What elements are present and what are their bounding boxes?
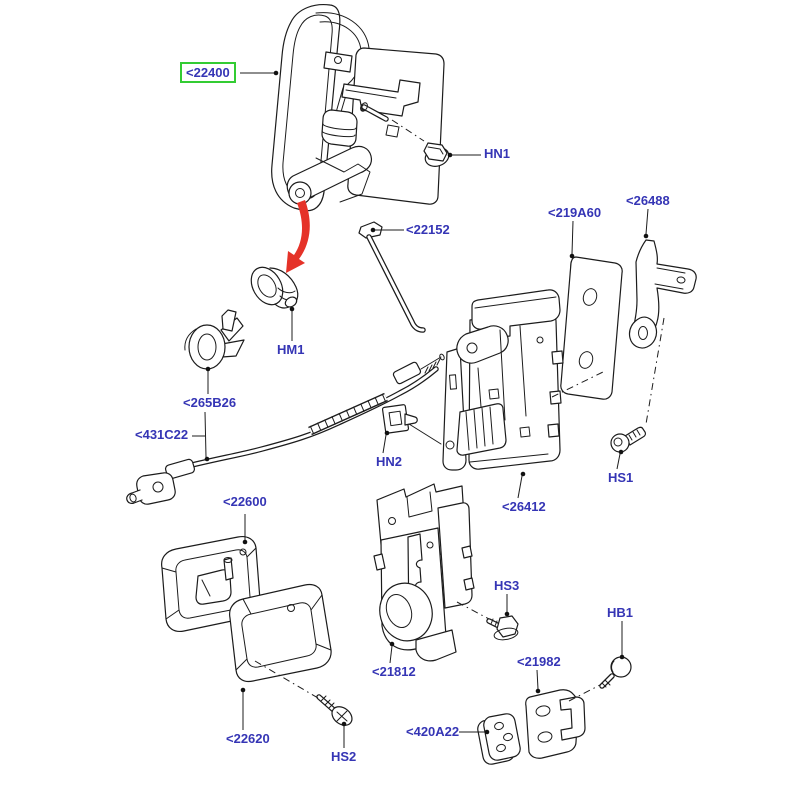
part-label-21982[interactable]: <21982: [517, 654, 561, 669]
part-label-26488[interactable]: <26488: [626, 193, 670, 208]
part-label-22152[interactable]: <22152: [406, 222, 450, 237]
part-label-22400[interactable]: <22400: [180, 62, 236, 83]
grommet-hm1-drawing: [250, 266, 299, 309]
part-label-hb1[interactable]: HB1: [607, 605, 634, 620]
cable-431c22-drawing: [126, 353, 445, 505]
part-label-22620[interactable]: <22620: [226, 731, 270, 746]
door-latch-26412-drawing: [442, 289, 564, 471]
part-label-hs3[interactable]: HS3: [494, 578, 520, 593]
striker-21982-drawing: [525, 689, 586, 759]
part-label-219a60[interactable]: <219A60: [548, 205, 602, 220]
part-label-22600[interactable]: <22600: [223, 494, 267, 509]
construction-lines: [254, 119, 665, 702]
part-label-hm1[interactable]: HM1: [277, 342, 305, 357]
exterior-handle-22400-drawing: [271, 3, 445, 212]
screw-hs2-drawing: [316, 694, 353, 726]
part-label-26412[interactable]: <26412: [502, 499, 546, 514]
bezel-22620-drawing: [229, 583, 332, 683]
part-label-21812[interactable]: <21812: [372, 664, 416, 679]
part-label-431c22[interactable]: <431C22: [135, 427, 189, 442]
install-direction-arrow: [286, 200, 310, 273]
part-label-hs1[interactable]: HS1: [608, 470, 634, 485]
lock-rod-22152-drawing: [358, 221, 426, 333]
part-label-hn1[interactable]: HN1: [484, 146, 511, 161]
clip-nut-hn2-drawing: [381, 404, 442, 445]
bolt-hb1-drawing: [599, 656, 632, 689]
screw-hs1-drawing: [610, 426, 646, 453]
retainer-clip-265b26-drawing: [184, 309, 245, 370]
part-label-265b26[interactable]: <265B26: [183, 395, 237, 410]
door-latch-21812-drawing: [373, 483, 475, 662]
leader-lines: [192, 70, 649, 748]
nut-hn1-drawing: [423, 142, 450, 167]
bolt-hs3-drawing: [486, 615, 519, 641]
part-label-hs2[interactable]: HS2: [331, 749, 357, 764]
part-label-hn2[interactable]: HN2: [376, 454, 403, 469]
shims-420a22-drawing: [477, 713, 521, 765]
bracket-26488-drawing: [628, 239, 697, 349]
pad-219a60-drawing: [560, 256, 623, 400]
part-label-420a22[interactable]: <420A22: [406, 724, 460, 739]
